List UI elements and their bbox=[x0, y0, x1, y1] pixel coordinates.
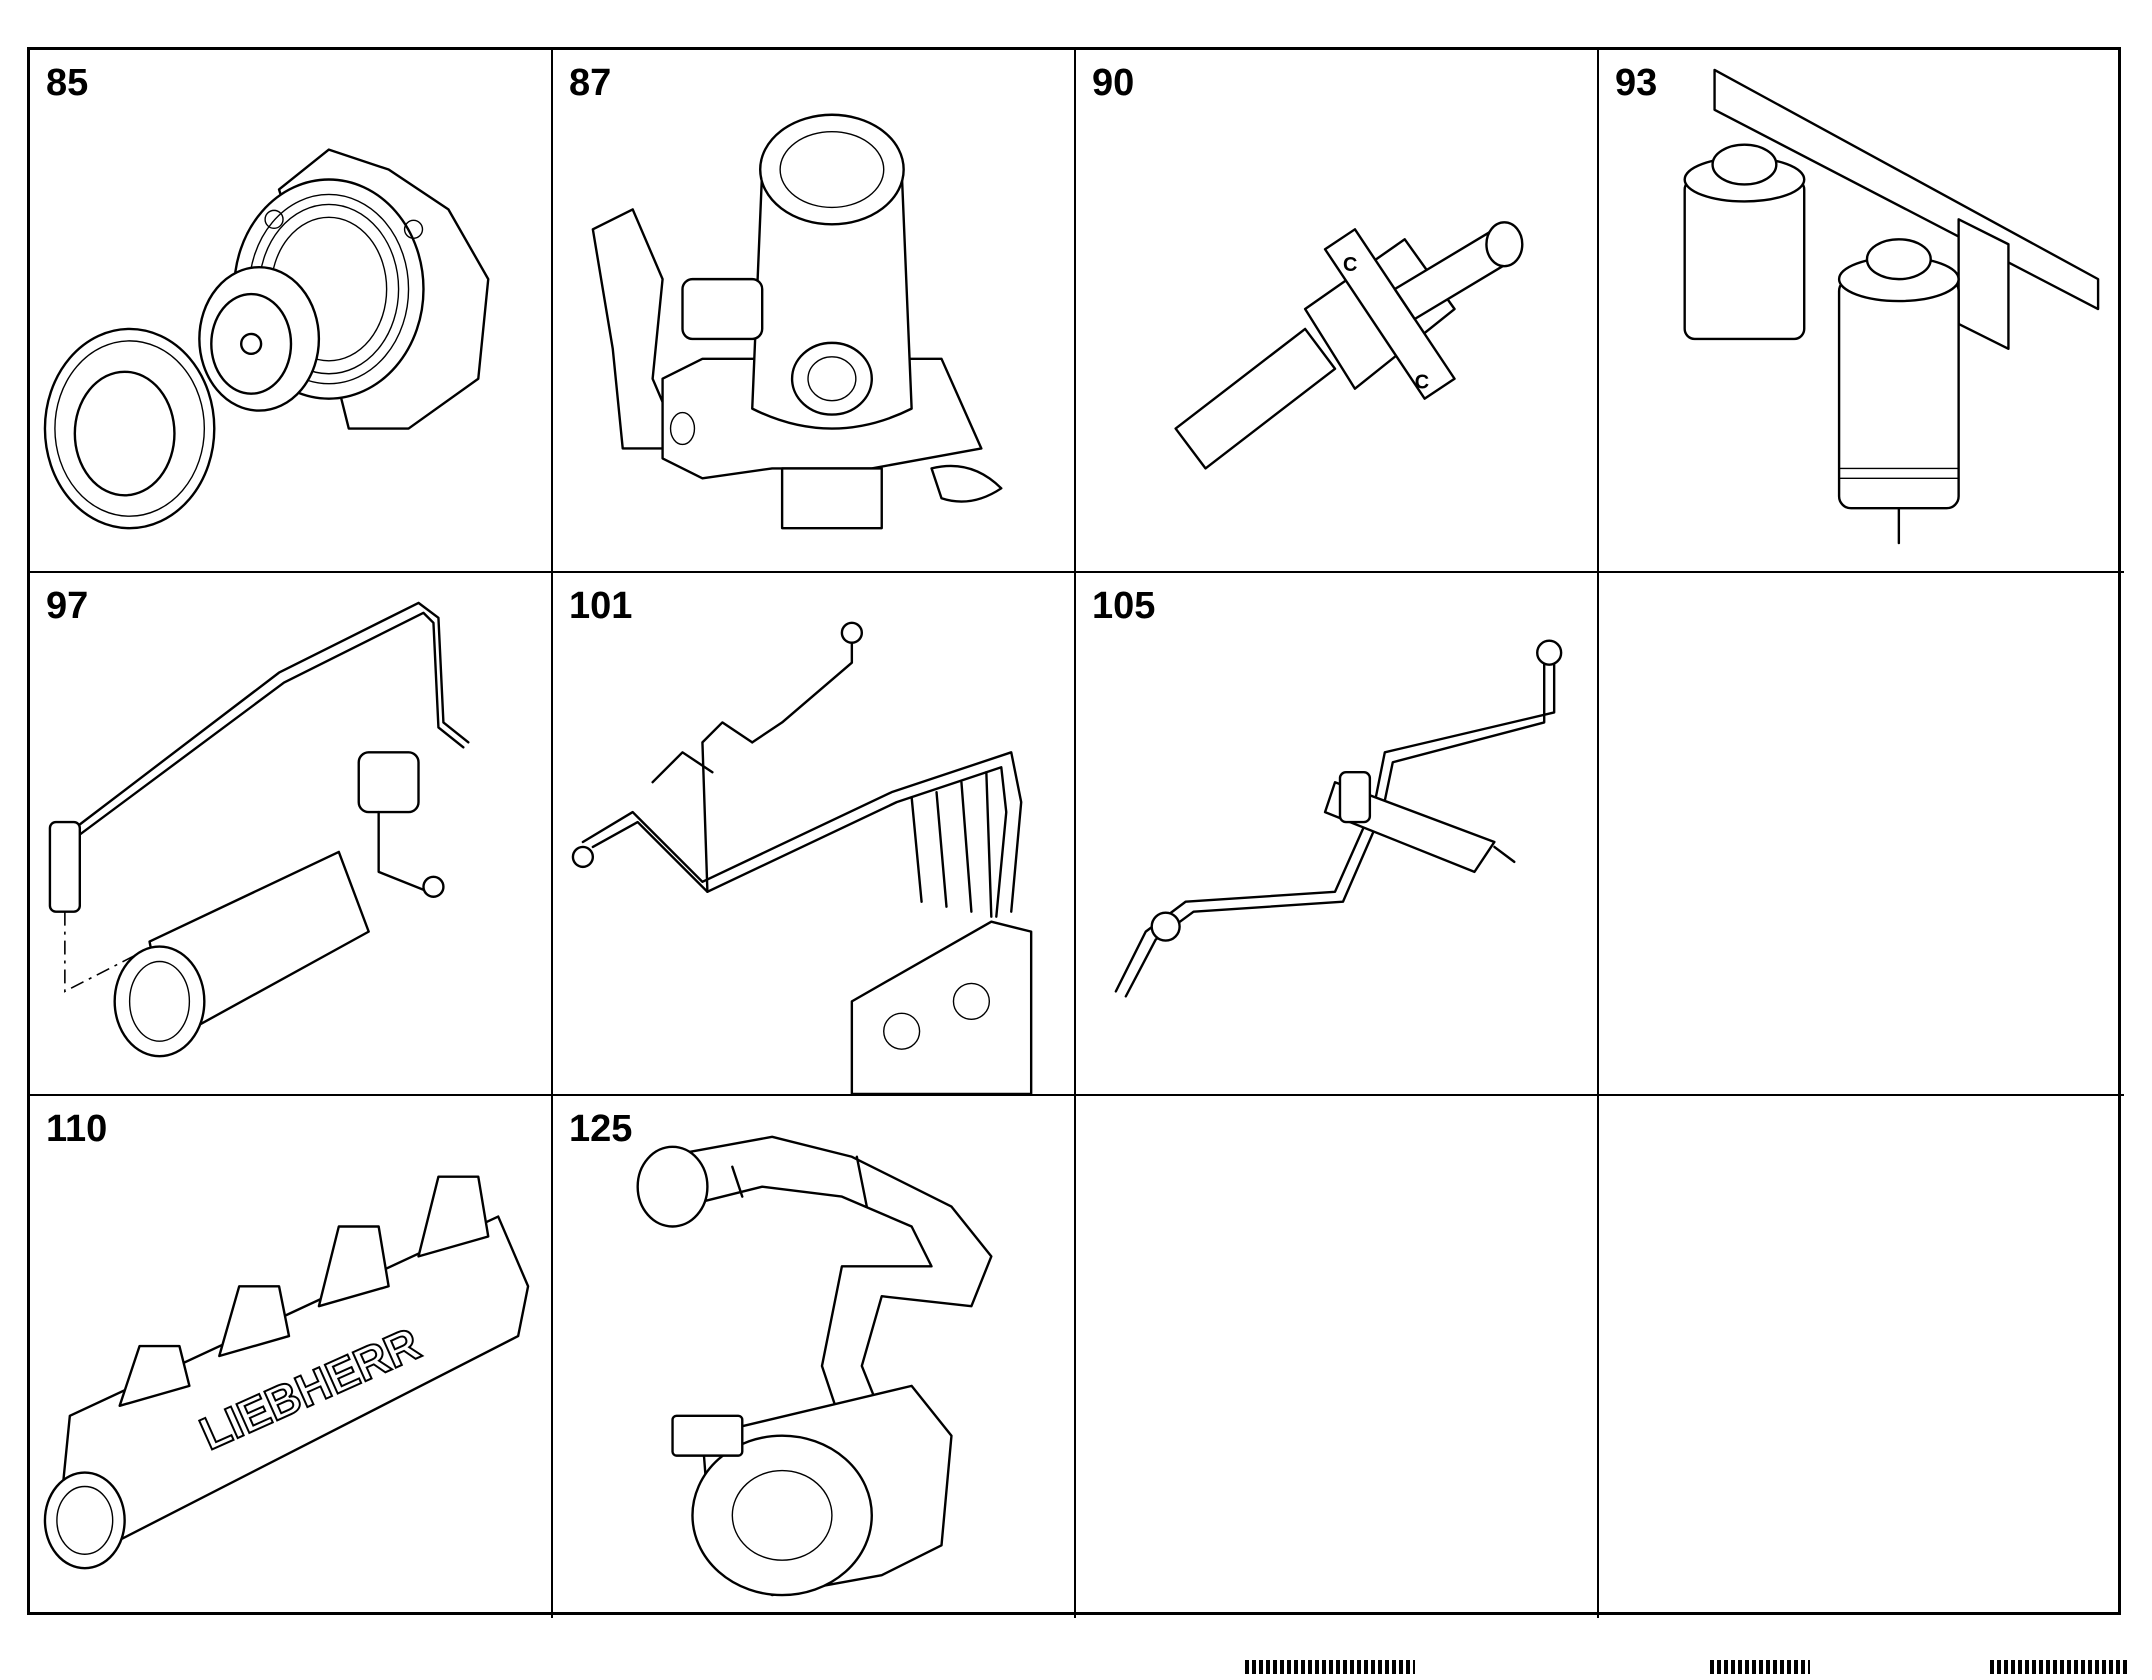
cell-90[interactable]: 90 C C bbox=[1076, 50, 1599, 573]
intake-manifold-icon: LIEBHERR bbox=[43, 1175, 530, 1570]
parts-overview-grid: 85 87 bbox=[27, 47, 2124, 1618]
cell-empty bbox=[1076, 1096, 1599, 1618]
injection-lines-icon bbox=[571, 621, 1033, 1094]
position-number: 101 bbox=[569, 585, 633, 627]
cell-93[interactable]: 93 bbox=[1599, 50, 2124, 573]
position-number: 90 bbox=[1092, 62, 1135, 104]
illegible-footer-mark bbox=[1990, 1660, 2130, 1674]
cell-empty bbox=[1599, 573, 2124, 1096]
position-number: 97 bbox=[46, 585, 89, 627]
injection-nozzle-holder-icon: C C bbox=[1174, 221, 1524, 470]
illegible-footer-mark bbox=[1245, 1660, 1415, 1674]
fuel-filter-assembly-icon bbox=[1683, 68, 2100, 545]
turbocharger-hose-icon bbox=[636, 1135, 993, 1597]
cell-125[interactable]: 125 bbox=[553, 1096, 1076, 1618]
position-number: 105 bbox=[1092, 585, 1156, 627]
illegible-footer-mark bbox=[1710, 1660, 1810, 1674]
position-number: 110 bbox=[46, 1108, 108, 1150]
cell-105[interactable]: 105 bbox=[1076, 573, 1599, 1096]
cell-110[interactable]: 110 LIEBHERR bbox=[30, 1096, 553, 1618]
position-number: 125 bbox=[569, 1108, 633, 1150]
svg-text:C: C bbox=[1343, 254, 1357, 276]
position-number: 85 bbox=[46, 62, 89, 104]
position-number: 93 bbox=[1615, 62, 1658, 104]
cell-empty bbox=[1599, 1096, 2124, 1618]
svg-text:C: C bbox=[1415, 372, 1429, 394]
cell-87[interactable]: 87 bbox=[553, 50, 1076, 573]
cell-101[interactable]: 101 bbox=[553, 573, 1076, 1096]
cell-97[interactable]: 97 bbox=[30, 573, 553, 1096]
fuel-feed-pump-icon bbox=[591, 113, 1003, 530]
cell-85[interactable]: 85 bbox=[30, 50, 553, 573]
injector-fuel-line-icon bbox=[1114, 639, 1563, 998]
position-number: 87 bbox=[569, 62, 612, 104]
glow-plug-line-icon bbox=[48, 601, 470, 1058]
alternator-icon bbox=[43, 148, 490, 530]
